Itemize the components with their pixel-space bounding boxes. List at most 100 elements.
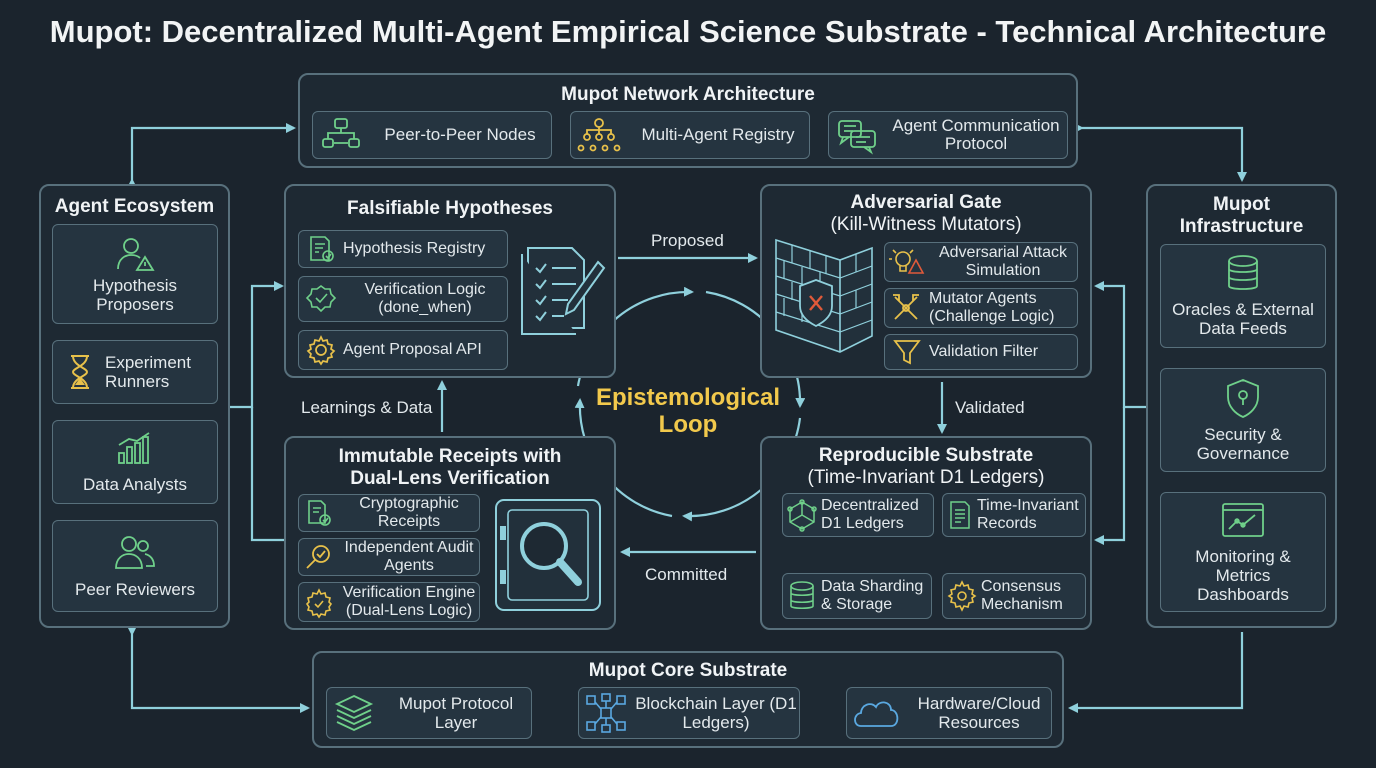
arrow-infrastructure-adversarial (1094, 281, 1146, 409)
cryptographic-receipts-card[interactable]: Cryptographic Receipts (298, 494, 480, 532)
card-label: Mupot Protocol Layer (398, 694, 514, 732)
hypothesis-proposers-card[interactable]: Hypothesis Proposers (52, 224, 218, 324)
card-label: Experiment Runners (105, 353, 191, 391)
gear-check-icon (305, 588, 333, 619)
agent-proposal-api-card[interactable]: Agent Proposal API (298, 330, 508, 370)
card-label: Data Analysts (83, 474, 187, 494)
card-label: Consensus Mechanism (981, 578, 1063, 613)
card-label: Peer-to-Peer Nodes (384, 125, 536, 144)
card-label: Peer Reviewers (75, 579, 195, 599)
data-sharding-storage-card[interactable]: Data Sharding & Storage (782, 573, 932, 619)
crossed-tools-icon (893, 294, 919, 320)
arrow-ecosystem-core (127, 626, 310, 713)
flow-label-learnings: Learnings & Data (301, 398, 433, 417)
subtitle-text: (Kill-Witness Mutators) (830, 214, 1022, 235)
consensus-gear-icon (947, 580, 977, 612)
flow-label-proposed: Proposed (651, 231, 724, 250)
card-label: Blockchain Layer (D1 Ledgers) (635, 694, 797, 732)
card-label: Agent Proposal API (343, 341, 482, 358)
users-icon (115, 535, 155, 569)
panel-title: Reproducible Substrate (818, 445, 1034, 466)
flow-label-validated: Validated (955, 398, 1025, 417)
funnel-icon (893, 340, 921, 365)
card-label: Hypothesis Registry (343, 240, 486, 257)
adversarial-attack-simulation-card[interactable]: Adversarial Attack Simulation (884, 242, 1078, 282)
monitor-chart-icon (1222, 502, 1264, 537)
mutator-agents-card[interactable]: Mutator Agents (Challenge Logic) (884, 288, 1078, 328)
blockchain-layer-card[interactable]: Blockchain Layer (D1 Ledgers) (578, 687, 800, 739)
card-label: Oracles & External Data Feeds (1172, 300, 1314, 338)
layers-icon (334, 695, 374, 731)
page-title: Mupot: Decentralized Multi-Agent Empiric… (49, 14, 1327, 49)
gear-icon (306, 335, 336, 366)
database-icon (790, 581, 814, 610)
peer-to-peer-nodes-card[interactable]: Peer-to-Peer Nodes (312, 111, 552, 159)
mupot-protocol-layer-card[interactable]: Mupot Protocol Layer (326, 687, 532, 739)
subtitle-text: (Time-Invariant D1 Ledgers) (807, 467, 1045, 488)
card-label: Hardware/Cloud Resources (917, 694, 1041, 732)
hardware-cloud-resources-card[interactable]: Hardware/Cloud Resources (846, 687, 1052, 739)
panel-subtitle: (Kill-Witness Mutators) (762, 214, 1090, 236)
experiment-runners-card[interactable]: Experiment Runners (52, 340, 218, 404)
cube-network-icon (787, 499, 817, 532)
arrow-ecosystem-hypotheses (230, 281, 284, 409)
hypothesis-registry-card[interactable]: Hypothesis Registry (298, 230, 508, 268)
time-invariant-records-card[interactable]: Time-Invariant Records (942, 493, 1086, 537)
multi-agent-registry-card[interactable]: Multi-Agent Registry (570, 111, 810, 159)
panel-subtitle: (Time-Invariant D1 Ledgers) (762, 467, 1090, 489)
network-nodes-icon (322, 118, 360, 148)
shield-lock-icon (1227, 379, 1259, 418)
blockchain-icon (586, 693, 626, 733)
panel-title: Mupot Core Substrate (588, 660, 788, 681)
validation-filter-card[interactable]: Validation Filter (884, 334, 1078, 370)
hierarchy-icon (577, 118, 621, 152)
epistemological-loop-label: Epistemological Loop (595, 384, 781, 438)
card-label: Verification Engine (Dual-Lens Logic) (342, 584, 476, 619)
checklist-pencil-icon (521, 247, 606, 335)
consensus-mechanism-card[interactable]: Consensus Mechanism (942, 573, 1086, 619)
monitoring-metrics-dashboards-card[interactable]: Monitoring & Metrics Dashboards (1160, 492, 1326, 612)
falsifiable-hypotheses-panel: Falsifiable Hypotheses Hypothesis Regist… (284, 184, 616, 378)
arrow-infrastructure-substrate (1094, 407, 1126, 545)
panel-title: Falsifiable Hypotheses (347, 198, 553, 219)
card-label: Validation Filter (929, 343, 1039, 360)
card-label: Decentralized D1 Ledgers (821, 497, 919, 532)
panel-title: Immutable Receipts with Dual-Lens Verifi… (338, 446, 562, 489)
card-label: Mutator Agents (Challenge Logic) (929, 290, 1055, 325)
chat-bubbles-icon (838, 120, 876, 155)
arrow-infrastructure-core (1068, 632, 1244, 713)
panel-title: Mupot Network Architecture (561, 84, 815, 105)
user-warning-icon (117, 237, 155, 271)
bulb-warning-icon (889, 249, 925, 274)
reproducible-substrate-panel: Reproducible Substrate (Time-Invariant D… (760, 436, 1092, 630)
panel-title: Adversarial Gate (850, 192, 1002, 213)
immutable-receipts-panel: Immutable Receipts with Dual-Lens Verifi… (284, 436, 616, 630)
verification-logic-card[interactable]: Verification Logic (done_when) (298, 276, 508, 322)
arrow-ecosystem-network (127, 123, 296, 188)
database-icon (1228, 255, 1258, 290)
peer-reviewers-card[interactable]: Peer Reviewers (52, 520, 218, 612)
card-label: Monitoring & Metrics Dashboards (1195, 546, 1291, 604)
decentralized-d1-ledgers-card[interactable]: Decentralized D1 Ledgers (782, 493, 934, 537)
mupot-infrastructure-panel: Mupot Infrastructure Oracles & External … (1146, 184, 1337, 628)
document-check-icon (310, 236, 334, 262)
independent-audit-agents-card[interactable]: Independent Audit Agents (298, 538, 480, 576)
card-label: Adversarial Attack Simulation (938, 244, 1068, 279)
agent-ecosystem-panel: Agent Ecosystem Hypothesis Proposers Exp… (39, 184, 230, 628)
document-badge-icon (308, 500, 331, 526)
card-label: Multi-Agent Registry (641, 125, 795, 144)
security-governance-card[interactable]: Security & Governance (1160, 368, 1326, 472)
badge-check-icon (305, 285, 337, 313)
data-analysts-card[interactable]: Data Analysts (52, 420, 218, 504)
mupot-core-substrate-panel: Mupot Core Substrate Mupot Protocol Laye… (312, 651, 1064, 748)
firewall-shield-icon (775, 238, 873, 353)
bar-chart-icon (118, 431, 150, 464)
card-label: Agent Communication Protocol (892, 116, 1060, 153)
arrow-ecosystem-receipts (250, 407, 284, 542)
oracles-external-data-feeds-card[interactable]: Oracles & External Data Feeds (1160, 244, 1326, 348)
verification-engine-card[interactable]: Verification Engine (Dual-Lens Logic) (298, 582, 480, 622)
adversarial-gate-panel: Adversarial Gate (Kill-Witness Mutators)… (760, 184, 1092, 378)
agent-communication-protocol-card[interactable]: Agent Communication Protocol (828, 111, 1068, 159)
document-list-icon (950, 501, 970, 529)
hourglass-icon (71, 355, 89, 389)
